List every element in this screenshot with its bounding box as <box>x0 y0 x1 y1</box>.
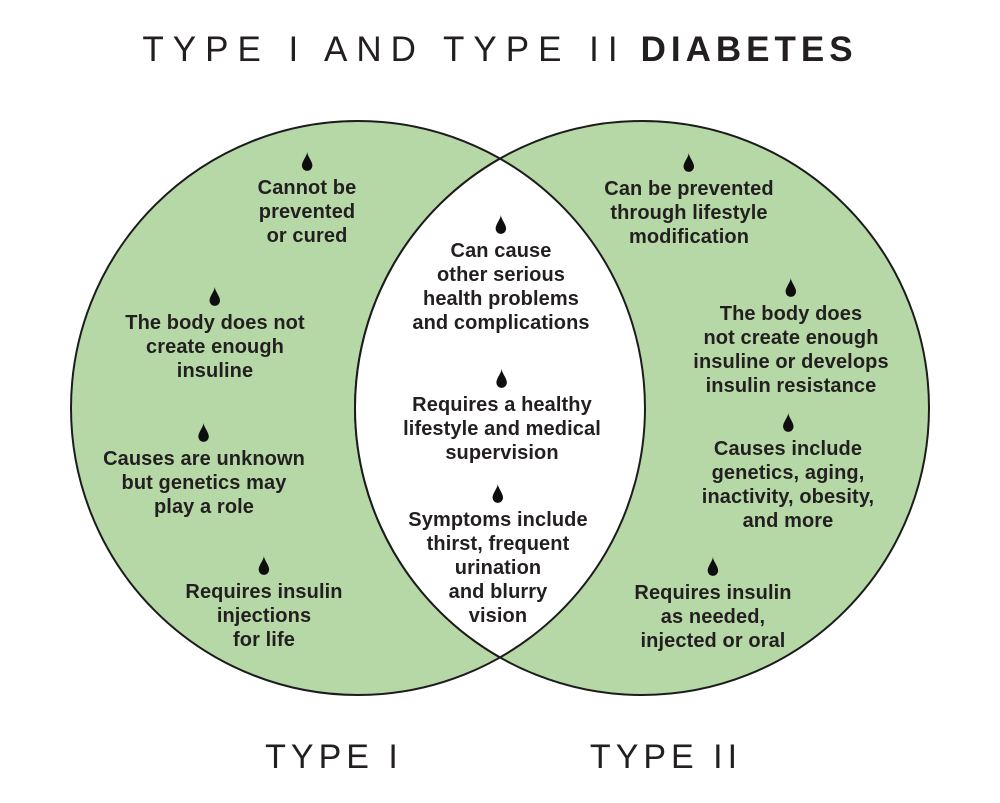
fact-text: The body does not create enough insuline… <box>693 303 889 397</box>
fact-text: Can be prevented through lifestyle modif… <box>604 178 774 248</box>
droplet-icon <box>258 555 270 575</box>
fact-type1-injections: Requires insulin injections for life <box>185 555 342 652</box>
fact-type2-causes: Causes include genetics, aging, inactivi… <box>702 412 874 533</box>
fact-text: Cannot be prevented or cured <box>257 177 357 247</box>
fact-type2-insulin-resistance: The body does not create enough insuline… <box>693 277 889 398</box>
page-title: TYPE I AND TYPE II DIABETES <box>0 30 1000 70</box>
fact-type1-no-insulin: The body does not create enough insuline <box>125 286 305 383</box>
fact-text: The body does not create enough insuline <box>125 312 305 382</box>
droplet-icon <box>209 286 221 306</box>
fact-text: Can cause other serious health problems … <box>412 240 590 334</box>
droplet-icon <box>496 368 508 388</box>
droplet-icon <box>782 412 794 432</box>
fact-text: Requires a healthy lifestyle and medical… <box>403 394 601 464</box>
overlap-lens <box>354 157 646 659</box>
droplet-icon <box>301 151 313 171</box>
droplet-icon <box>707 556 719 576</box>
fact-text: Symptoms include thirst, frequent urinat… <box>408 509 588 627</box>
fact-shared-symptoms: Symptoms include thirst, frequent urinat… <box>408 483 588 628</box>
fact-shared-complications: Can cause other serious health problems … <box>412 214 590 335</box>
type1-circle-label: TYPE I <box>265 738 403 776</box>
fact-text: Requires insulin injections for life <box>185 581 343 651</box>
droplet-icon <box>785 277 797 297</box>
fact-type2-insulin-as-needed: Requires insulin as needed, injected or … <box>634 556 791 653</box>
fact-text: Requires insulin as needed, injected or … <box>634 582 792 652</box>
droplet-icon <box>492 483 504 503</box>
type2-circle-label: TYPE II <box>589 738 743 776</box>
fact-shared-lifestyle: Requires a healthy lifestyle and medical… <box>403 368 601 465</box>
fact-type1-causes: Causes are unknown but genetics may play… <box>103 422 305 519</box>
page-title-bold: DIABETES <box>640 30 858 69</box>
fact-text: Causes are unknown but genetics may play… <box>103 448 305 518</box>
fact-type1-cannot-be-prevented: Cannot be prevented or cured <box>258 151 357 248</box>
fact-type2-preventable: Can be prevented through lifestyle modif… <box>604 152 774 249</box>
droplet-icon <box>495 214 507 234</box>
page-title-regular: TYPE I AND TYPE II <box>142 30 627 69</box>
fact-text: Causes include genetics, aging, inactivi… <box>701 438 875 532</box>
droplet-icon <box>683 152 695 172</box>
droplet-icon <box>198 422 210 442</box>
